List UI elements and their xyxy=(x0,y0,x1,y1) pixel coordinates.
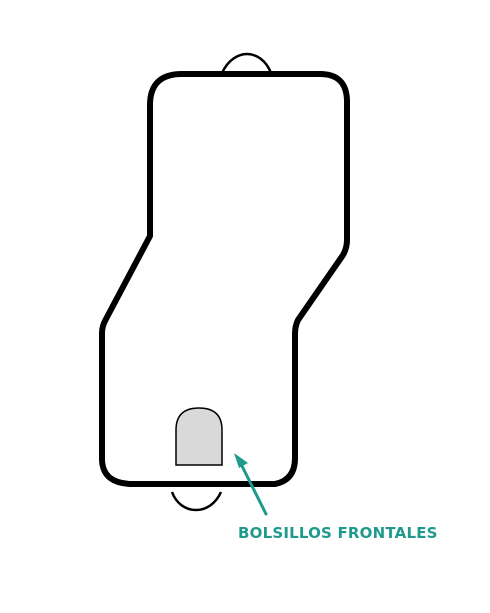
annotation-label: BOLSILLOS FRONTALES xyxy=(238,524,438,542)
arrow-shaft xyxy=(238,460,268,516)
top-handle xyxy=(220,52,273,74)
front-pocket xyxy=(175,407,223,466)
arrow-head xyxy=(234,453,248,468)
annotation-arrow xyxy=(234,453,268,516)
bag-outline xyxy=(99,71,350,487)
bottom-handle xyxy=(170,491,223,512)
